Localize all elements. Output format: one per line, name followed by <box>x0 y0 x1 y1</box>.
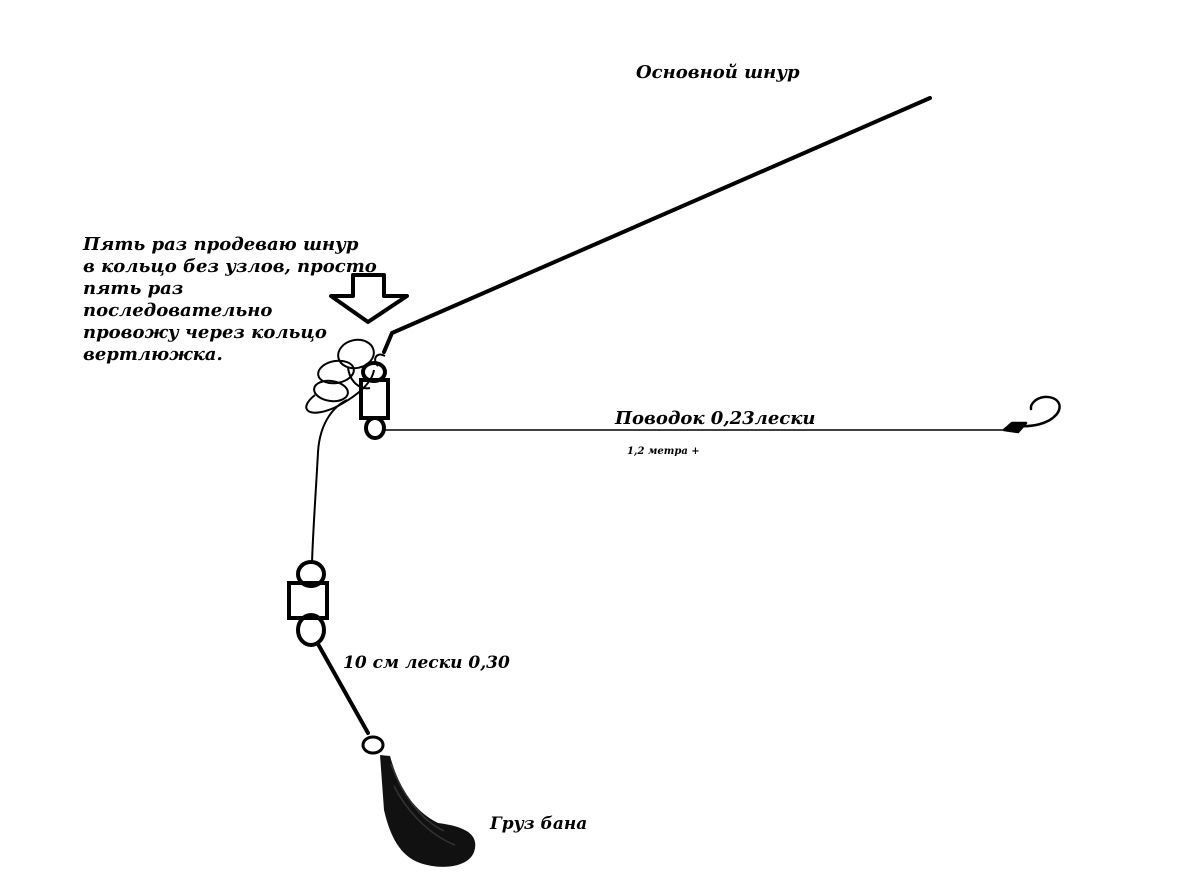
short-line-label: 10 см лески 0,30 <box>343 653 510 673</box>
instruction-line: вертлюжка. <box>83 344 223 365</box>
instruction-line: провожу через кольцо <box>83 322 327 343</box>
instruction-line: Пять раз продеваю шнур <box>82 234 359 255</box>
weight-icon <box>361 735 476 867</box>
instruction-text: Пять раз продеваю шнур в кольцо без узло… <box>82 234 377 365</box>
top-swivel <box>359 361 390 440</box>
bottom-swivel <box>287 560 329 647</box>
instruction-line: в кольцо без узлов, просто <box>83 256 377 277</box>
instruction-line: последовательно <box>83 300 272 321</box>
leader-label: Поводок 0,23лески <box>614 408 816 429</box>
down-arrow-icon <box>329 273 409 324</box>
leader-length-label: 1,2 метра + <box>627 446 700 457</box>
short-line <box>316 642 370 735</box>
main-line-label: Основной шнур <box>636 62 800 83</box>
main-line <box>382 96 932 354</box>
hook-icon <box>1002 395 1061 434</box>
connecting-line <box>311 399 348 564</box>
weight-label: Груз бана <box>489 814 587 834</box>
instruction-line: пять раз <box>83 278 183 299</box>
